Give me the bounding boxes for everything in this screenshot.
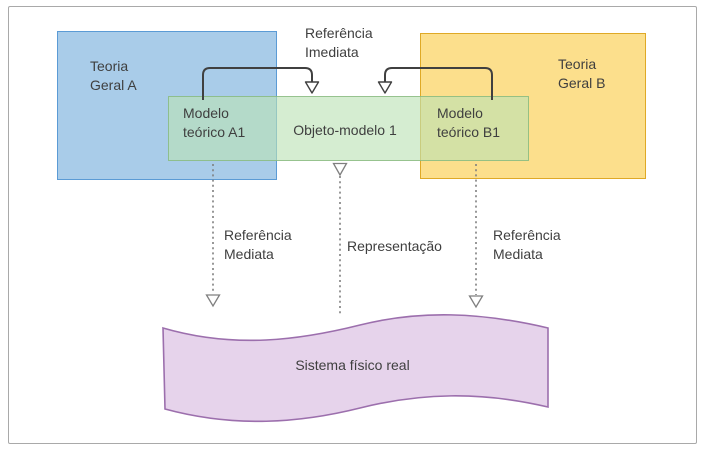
modelo-band-box xyxy=(168,96,529,161)
modelo-b1-line2: teórico B1 xyxy=(437,124,501,140)
modelo-a1-line2: teórico A1 xyxy=(183,124,246,140)
modelo-teorico-b1-label: Modelo teórico B1 xyxy=(437,104,500,142)
teoria-geral-a-label: Teoria Geral A xyxy=(90,57,137,95)
referencia-mediata-right-label: Referência Mediata xyxy=(493,226,561,264)
referencia-imediata-line2: Imediata xyxy=(305,44,359,60)
referencia-mediata-right-line1: Referência xyxy=(493,227,561,243)
modelo-a1-line1: Modelo xyxy=(183,105,229,121)
referencia-mediata-right-line2: Mediata xyxy=(493,246,543,262)
teoria-geral-a-line1: Teoria xyxy=(90,58,129,74)
referencia-mediata-left-label: Referência Mediata xyxy=(224,226,292,264)
sistema-fisico-real-label: Sistema físico real xyxy=(295,357,410,373)
modelo-teorico-a1-label: Modelo teórico A1 xyxy=(183,104,245,142)
teoria-geral-b-line1: Teoria xyxy=(558,56,597,72)
representacao-label: Representação xyxy=(347,238,442,254)
teoria-geral-a-line2: Geral A xyxy=(90,77,137,93)
teoria-geral-b-line2: Geral B xyxy=(558,75,606,91)
objeto-modelo-label: Objeto-modelo 1 xyxy=(293,122,397,138)
modelo-b1-line1: Modelo xyxy=(437,105,483,121)
diagram-frame xyxy=(8,6,697,444)
referencia-mediata-left-line2: Mediata xyxy=(224,246,274,262)
teoria-geral-b-label: Teoria Geral B xyxy=(558,55,605,93)
referencia-imediata-label: Referência Imediata xyxy=(305,24,373,62)
referencia-mediata-left-line1: Referência xyxy=(224,227,292,243)
referencia-imediata-line1: Referência xyxy=(305,25,373,41)
